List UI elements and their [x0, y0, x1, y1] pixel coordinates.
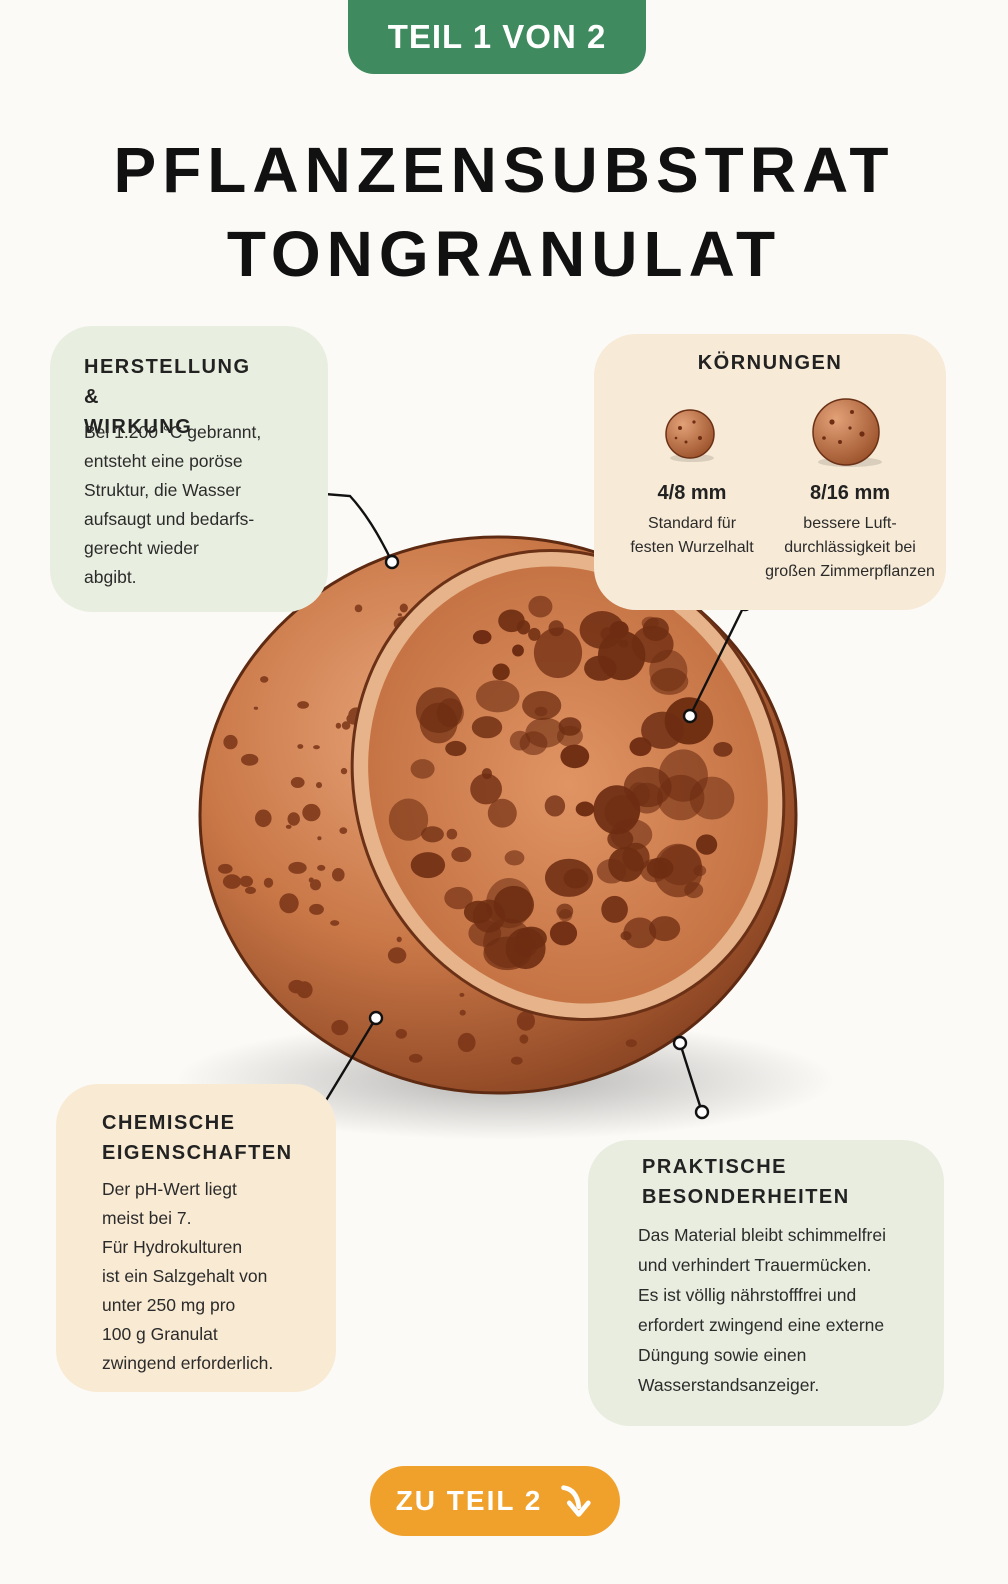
cross-section-pores — [388, 595, 735, 971]
page-title: PFLANZENSUBSTRAT TONGRANULAT — [0, 128, 1008, 296]
chemical-text: Der pH-Wert liegt meist bei 7. Für Hydro… — [102, 1179, 274, 1373]
practical-text: Das Material bleibt schimmelfrei und ver… — [638, 1225, 886, 1395]
grain-small-desc: Standard für festen Wurzelhalt — [630, 515, 754, 556]
practical-heading-text: PRAKTISCHE BESONDERHEITEN — [642, 1156, 850, 1208]
grain-sizes-card — [594, 334, 946, 610]
connector-grain — [688, 603, 747, 717]
chemical-heading: CHEMISCHE EIGENSCHAFTEN — [102, 1108, 293, 1168]
grain-large-label: 8/16 mm — [809, 482, 891, 504]
chemical-card — [56, 1084, 336, 1392]
title-line-1: PFLANZENSUBSTRAT — [113, 134, 895, 206]
shell-pores — [218, 603, 637, 1065]
title-line-2: TONGRANULAT — [226, 218, 782, 290]
production-card — [50, 326, 328, 612]
arrow-down-icon — [561, 1485, 591, 1517]
production-heading-text: HERSTELLUNG & WIRKUNG — [84, 356, 251, 438]
next-part-label: ZU TEIL 2 — [395, 1485, 543, 1516]
grain-small-label: 4/8 mm — [657, 482, 727, 504]
next-part-button[interactable]: ZU TEIL 2 — [370, 1466, 620, 1536]
part-badge: TEIL 1 VON 2 — [348, 0, 646, 74]
chemical-heading-text: CHEMISCHE EIGENSCHAFTEN — [102, 1112, 293, 1164]
grain-large-icon — [812, 398, 882, 467]
practical-heading: PRAKTISCHE BESONDERHEITEN — [642, 1152, 850, 1212]
connector-production — [299, 490, 394, 563]
practical-card — [588, 1140, 944, 1426]
production-text: Bei 1.200 °C gebrannt, entsteht eine por… — [84, 422, 262, 587]
ball-cross-section — [350, 548, 786, 1022]
grain-small-icon — [665, 409, 715, 462]
grain-large-desc: bessere Luft- durchlässigkeit bei großen… — [765, 515, 935, 580]
grain-sizes-heading: KÖRNUNGEN — [697, 352, 843, 374]
